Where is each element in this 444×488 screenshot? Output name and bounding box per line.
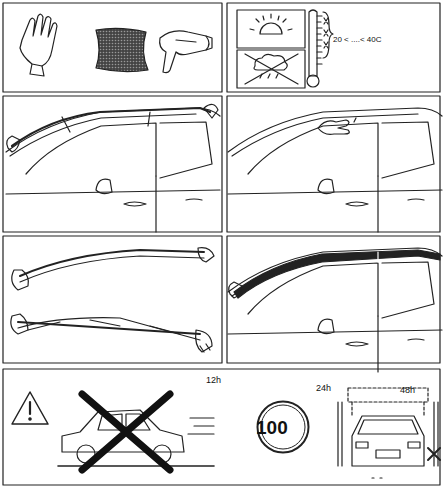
sign-number: 100: [256, 418, 288, 437]
note-label: 24h: [316, 384, 331, 393]
note-label: 12h: [206, 376, 221, 385]
speed-limit-sign: 100: [256, 400, 310, 454]
note-label: 48h: [400, 386, 415, 395]
note-label: 20 < ....< 40C: [333, 36, 381, 44]
